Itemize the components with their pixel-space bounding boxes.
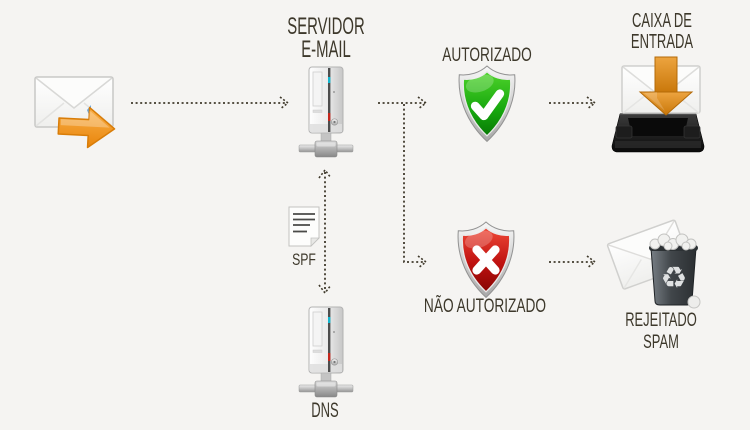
arrowhead-not-authorized-to-spam: [586, 255, 597, 269]
arrowhead-down-to-dns: [318, 284, 332, 295]
shield-check-icon: [454, 64, 520, 144]
arrowhead-email-to-server: [279, 96, 290, 110]
authorized-label: AUTORIZADO: [442, 45, 532, 66]
arrowhead-server-to-authorized: [417, 96, 428, 110]
inbox-tray-icon: [608, 54, 708, 154]
inbox-label: CAIXA DE ENTRADA: [630, 10, 694, 53]
rejected-spam-label: REJEITADO SPAM: [625, 310, 697, 353]
document-icon: [288, 206, 320, 248]
server-icon: [298, 66, 354, 162]
arrowhead-server-to-not-authorized: [417, 255, 428, 269]
shield-cross-icon: [453, 220, 519, 300]
spam-trash-icon: ♻: [605, 210, 710, 310]
recycle-icon: ♻: [661, 261, 688, 296]
email-send-icon: [28, 70, 130, 162]
not-authorized-label: NÃO AUTORIZADO: [423, 296, 547, 317]
mail-server-label: SERVIDOR E-MAIL: [287, 13, 365, 63]
spf-label: SPF: [292, 250, 316, 269]
arrowhead-up-to-server: [318, 168, 332, 179]
dns-label: DNS: [311, 399, 339, 422]
server-icon: [298, 306, 354, 402]
arrow-server-to-not-authorized: [403, 104, 425, 263]
arrowhead-authorized-to-inbox: [586, 96, 597, 110]
